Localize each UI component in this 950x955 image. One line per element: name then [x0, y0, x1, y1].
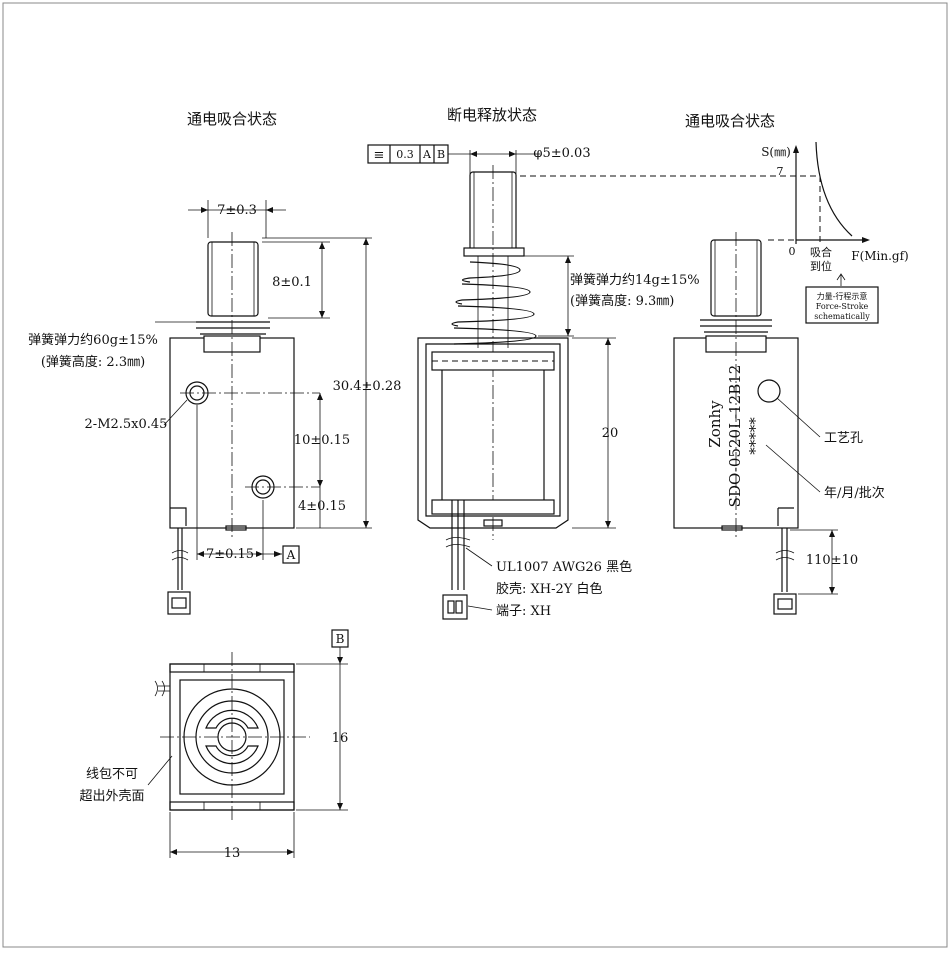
right-connector: [773, 593, 797, 615]
right-view: S(㎜) F(Min.gf) 7 0 吸合 到位 力量-行程示意 Force-S…: [520, 141, 909, 615]
batch-marks: *****: [746, 417, 764, 455]
wire-spec: UL1007 AWG26 黑色: [496, 559, 632, 575]
force-stroke-curve: [815, 141, 853, 237]
dim-diameter: φ5±0.03: [533, 146, 590, 161]
left-view-title: 通电吸合状态: [187, 110, 277, 128]
dim-hole-bottom: 4±0.15: [298, 499, 346, 514]
pull-in-line1: 吸合: [810, 245, 832, 259]
process-hole-label: 工艺孔: [824, 431, 863, 446]
tolerance-symbol: ≡: [374, 148, 385, 163]
tolerance-value: 0.3: [396, 148, 414, 161]
middle-washer: [463, 247, 525, 257]
dim-width-label: 7±0.3: [217, 203, 257, 218]
force-label-en2: schematically: [814, 312, 870, 321]
left-view: 7±0.3 8±0.1 30.4±0.28 弹簧弹力约60g±15% (弹簧高度…: [28, 200, 402, 615]
middle-spring: [451, 261, 537, 345]
left-spring-height: (弹簧高度: 2.3㎜): [41, 354, 145, 370]
stroke-value: 7: [777, 165, 784, 178]
middle-bobbin-bottom: [431, 499, 555, 515]
dim-body-height: 20: [602, 426, 619, 441]
tolerance-datum-a: A: [422, 148, 432, 161]
bottom-view: B 16 13 线包不可 超出外壳面: [79, 629, 349, 861]
dim-plunger-label: 8±0.1: [272, 275, 312, 290]
datum-a-label: A: [286, 548, 296, 562]
housing-spec: 胶壳: XH-2Y 白色: [496, 581, 602, 597]
left-spring: [196, 321, 270, 335]
dim-hole-spacing: 10±0.15: [294, 433, 350, 448]
left-connector: [167, 591, 191, 615]
brand-logo: Zonhy: [706, 400, 724, 448]
datum-a-box: [282, 545, 300, 564]
model-number: SDO-0520L-12B12: [726, 365, 744, 508]
left-spring-force: 弹簧弹力约60g±15%: [28, 332, 158, 348]
thread-callout: 2-M2.5x0.45: [85, 417, 168, 432]
middle-spring-force: 弹簧弹力约14g±15%: [570, 272, 700, 288]
process-hole: [757, 379, 781, 403]
middle-view-title: 断电释放状态: [447, 106, 537, 124]
tolerance-datum-b: B: [437, 148, 445, 161]
force-label-cn: 力量-行程示意: [817, 291, 868, 301]
coil-note-line1: 线包不可: [86, 767, 138, 782]
axis-s-label: S(㎜): [761, 145, 791, 159]
middle-connector: [442, 594, 468, 620]
dim-lead-length: 110±10: [806, 553, 858, 568]
dim-height-label: 30.4±0.28: [333, 379, 402, 394]
coil-note-line2: 超出外壳面: [79, 789, 144, 804]
force-stroke-note-box: [805, 286, 879, 324]
pull-in-line2: 到位: [810, 259, 832, 273]
datum-b-label: B: [336, 632, 345, 646]
origin-label: 0: [789, 245, 796, 258]
date-batch-label: 年/月/批次: [824, 485, 885, 501]
middle-frame: [417, 337, 569, 529]
force-label-en1: Force-Stroke: [816, 302, 869, 311]
middle-view: ≡ 0.3 A B φ5±0.03 20: [367, 144, 700, 620]
right-view-title: 通电吸合状态: [685, 112, 775, 130]
middle-spring-height: (弹簧高度: 9.3㎜): [570, 293, 674, 309]
dim-width-bottom: 13: [224, 846, 241, 861]
dim-depth: 16: [332, 731, 349, 746]
dim-offset: 7±0.15: [206, 547, 254, 562]
left-plunger: [207, 241, 259, 317]
axis-f-label: F(Min.gf): [851, 249, 908, 263]
terminal-spec: 端子: XH: [496, 604, 551, 619]
